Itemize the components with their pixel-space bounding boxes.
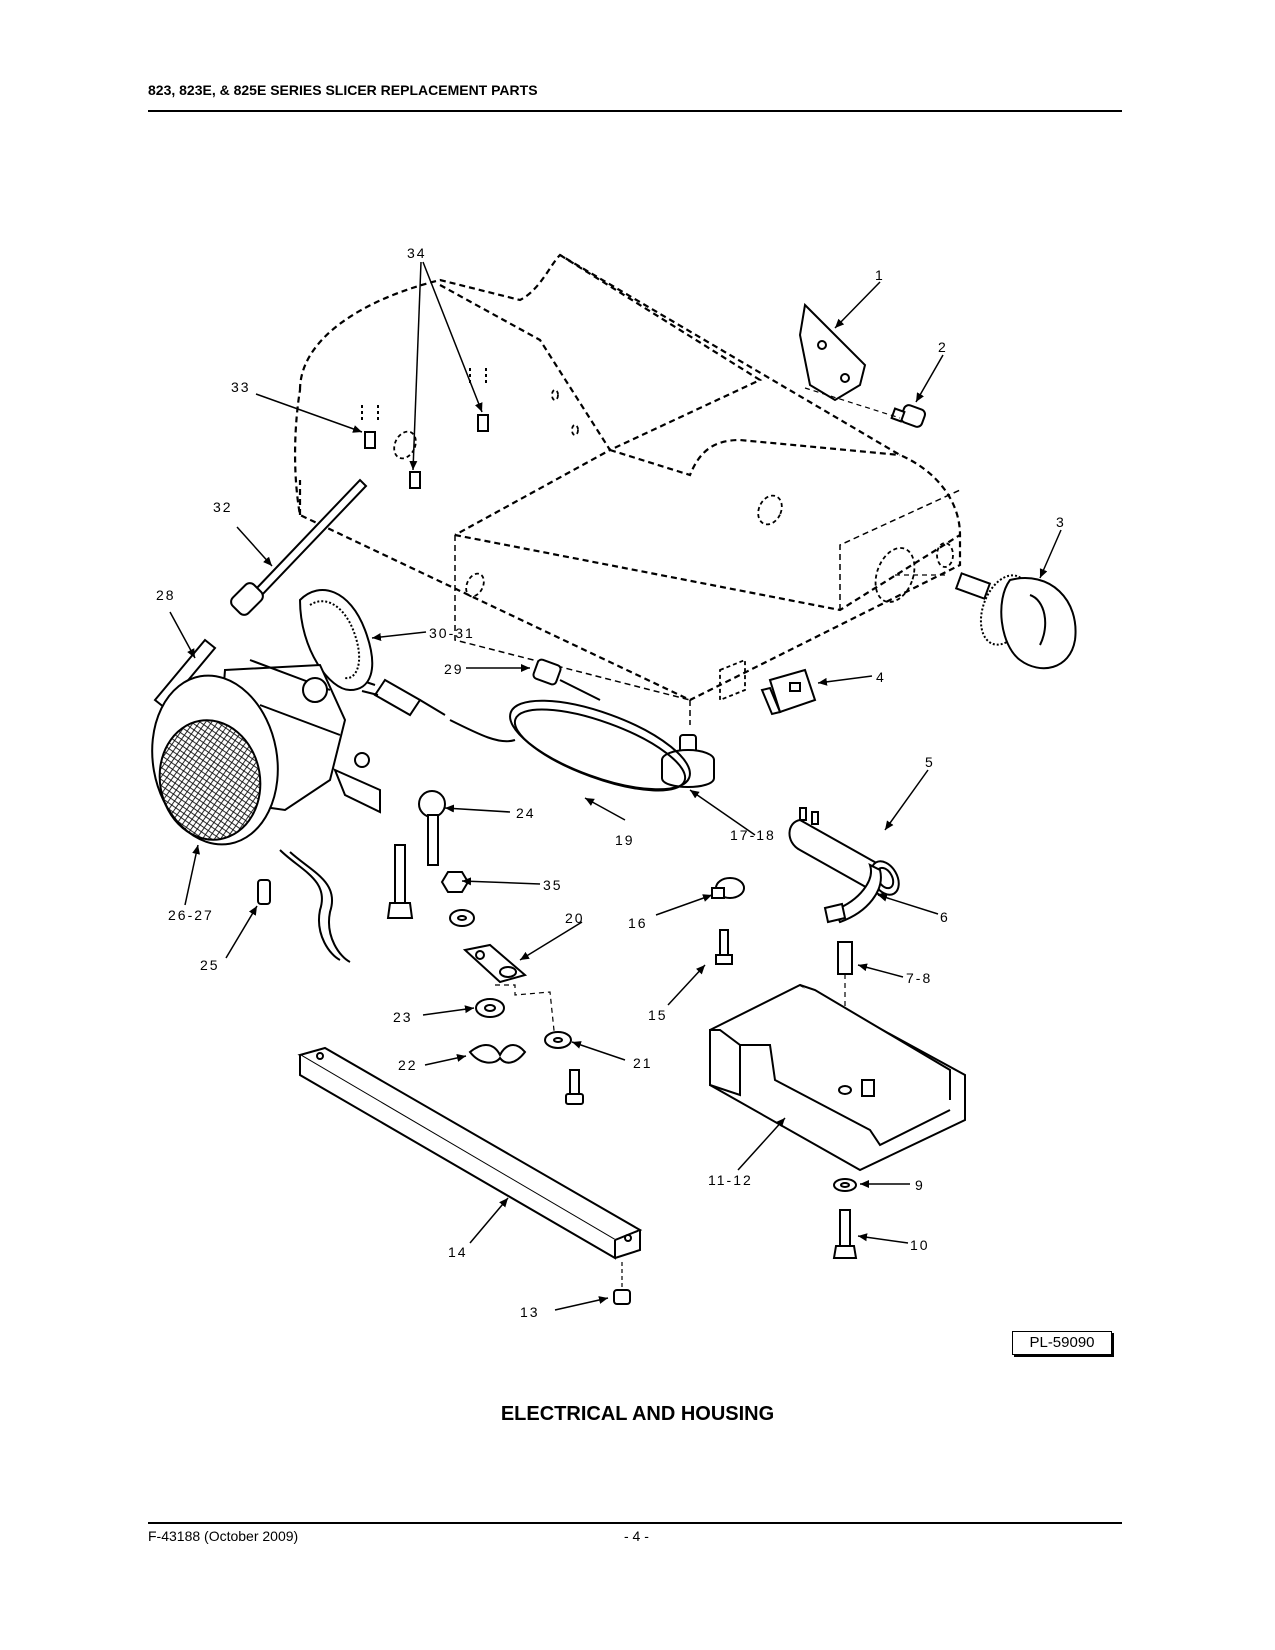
page-header: 823, 823E, & 825E SERIES SLICER REPLACEM… (148, 82, 538, 98)
callout-4: 4 (876, 669, 886, 685)
callout-5: 5 (925, 754, 935, 770)
thumb-screw-part-2 (890, 404, 927, 428)
footer-rule (148, 1522, 1122, 1524)
stud-knob-part-24 (418, 790, 446, 866)
footer-page-number: - 4 - (624, 1528, 649, 1544)
nut-part-35 (440, 871, 470, 893)
callout-17-18: 17-18 (730, 827, 776, 843)
clamp-part-6 (823, 863, 882, 924)
housing-holes (393, 389, 954, 702)
callout-6: 6 (940, 909, 950, 925)
header-rule (148, 110, 1122, 112)
switch-part-4 (760, 668, 817, 716)
washer-part-21 (544, 1031, 572, 1049)
knob-part-3 (954, 572, 1077, 670)
screw-part-15 (715, 929, 733, 965)
set-screws-part-33-34 (361, 368, 489, 489)
shaft-part-32 (230, 478, 368, 616)
callout-29: 29 (444, 661, 464, 677)
foot-part-17-18 (661, 734, 715, 788)
washer-part-9 (833, 1178, 857, 1192)
connector-part-29 (532, 658, 601, 701)
callout-2: 2 (938, 339, 948, 355)
callout-25: 25 (200, 957, 220, 973)
callout-16: 16 (628, 915, 648, 931)
callout-20: 20 (565, 910, 585, 926)
callout-28: 28 (156, 587, 176, 603)
electrical-box-part-11-12 (709, 983, 966, 1172)
callout-3: 3 (1056, 514, 1066, 530)
leader-lines (169, 261, 1062, 1311)
callout-11-12: 11-12 (708, 1172, 753, 1188)
callout-23: 23 (393, 1009, 413, 1025)
callout-24: 24 (516, 805, 536, 821)
wing-nut-part-22 (468, 1044, 527, 1064)
callout-9: 9 (915, 1177, 925, 1193)
bolt-part-10 (832, 1209, 858, 1259)
washer-part-23 (475, 998, 505, 1018)
callout-1: 1 (875, 267, 885, 283)
pin-part-28 (153, 638, 217, 710)
section-title: ELECTRICAL AND HOUSING (500, 1403, 775, 1425)
plate-number-label: PL-59090 (1012, 1331, 1112, 1355)
callout-14: 14 (448, 1244, 468, 1260)
screw-part-25 (257, 879, 271, 905)
callout-22: 22 (398, 1057, 418, 1073)
plate-part-20 (462, 943, 556, 1041)
power-cord-part-19 (359, 678, 691, 792)
callout-32: 32 (213, 499, 233, 515)
callout-35: 35 (543, 877, 563, 893)
callout-26-27: 26-27 (168, 907, 214, 923)
callout-19: 19 (615, 832, 635, 848)
crossbar-part-14 (297, 1046, 643, 1260)
bracket-part-1 (798, 302, 867, 402)
callout-7-8: 7-8 (906, 970, 932, 986)
motor-base-bolt (386, 844, 414, 919)
washer-upper (449, 909, 475, 927)
screw-part-13 (613, 1262, 631, 1305)
callout-15: 15 (648, 1007, 668, 1023)
callout-13: 13 (520, 1304, 540, 1320)
callout-30-31: 30-31 (429, 625, 475, 641)
callout-10: 10 (910, 1237, 930, 1253)
motor-part-26-27 (151, 659, 381, 846)
fan-guard-part-30-31 (298, 589, 374, 692)
callout-21: 21 (633, 1055, 653, 1071)
housing-outline (293, 253, 962, 725)
capacitor-part-5 (788, 807, 900, 897)
callout-34: 34 (407, 245, 427, 261)
footer-doc-id: F-43188 (October 2009) (148, 1528, 299, 1544)
standoff-part-7-8 (837, 941, 853, 1080)
callout-33: 33 (231, 379, 251, 395)
screw-below-washer-21 (565, 1069, 584, 1105)
clamp-part-16 (711, 877, 745, 899)
motor-leads (279, 849, 351, 963)
